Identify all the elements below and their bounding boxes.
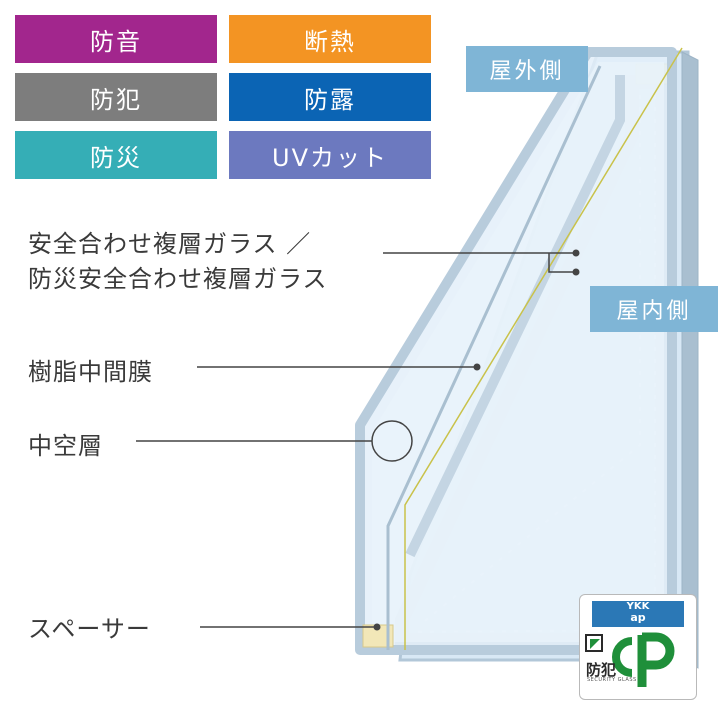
air-layer-marker [371,420,413,462]
interlayer-film [404,47,683,650]
spacer-label: スペーサー [28,615,151,643]
indoor-side-label: 屋内側 [590,286,718,332]
laminated-glass-label-line2: 防災安全合わせ複層ガラス [28,265,328,293]
cp-mark-icon [585,632,675,687]
outdoor-side-label: 屋外側 [466,46,588,92]
tag-soundproof: 防音 [15,15,217,63]
air-layer-label: 中空層 [28,432,103,460]
tag-insulation: 断熱 [229,15,431,63]
tag-security: 防犯 [15,73,217,121]
interlayer-label: 樹脂中間膜 [28,358,153,386]
ykk-ap-brand: YKK ap [592,601,684,627]
tag-anti-condensation: 防露 [229,73,431,121]
laminated-glass-label-line1: 安全合わせ複層ガラス ／ [28,230,312,258]
security-glass-logo: YKK ap 防犯 SECURITY GLASS [579,594,697,700]
tag-disaster-prevention: 防災 [15,131,217,179]
security-kanji: 防犯 [586,661,617,679]
tag-uv-cut: UVカット [229,131,431,179]
outer-pane-edge [681,51,699,669]
security-glass-text: SECURITY GLASS [587,677,637,683]
